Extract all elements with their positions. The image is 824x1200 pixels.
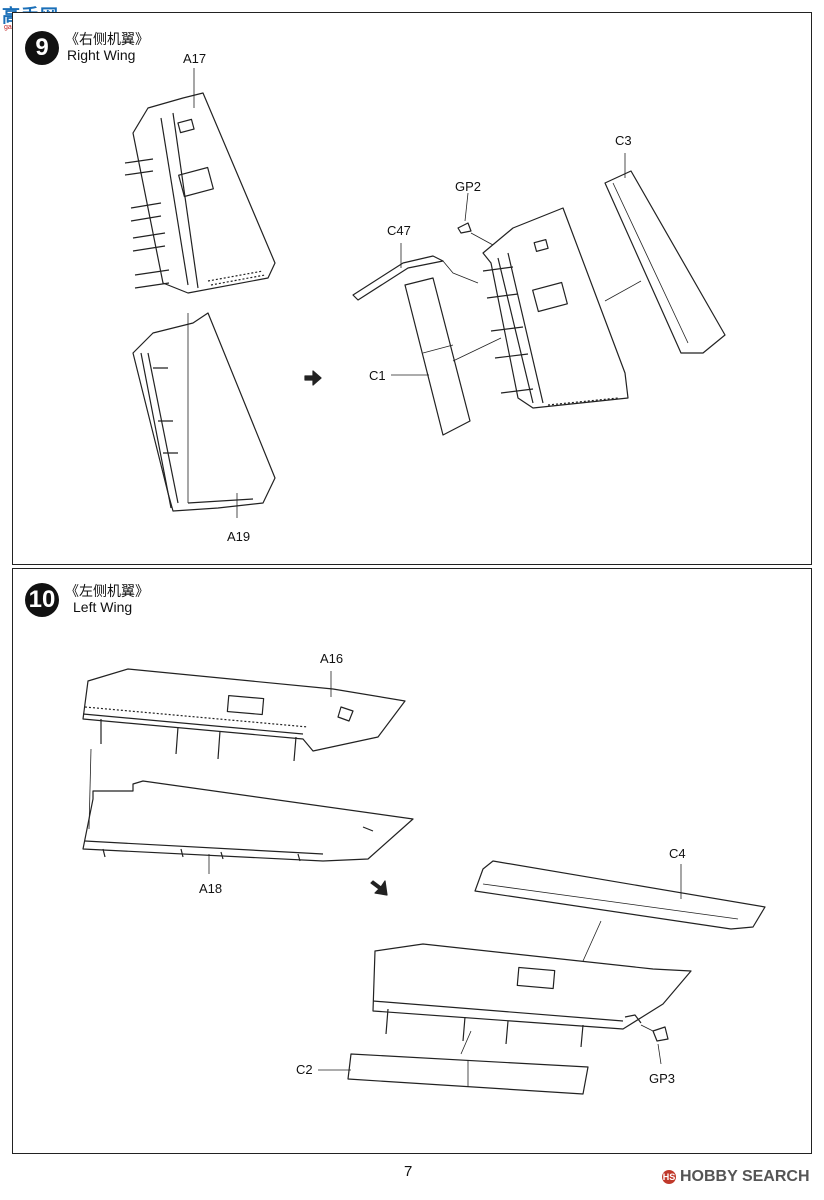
- label-a19: A19: [227, 529, 251, 544]
- label-gp3: GP3: [649, 1071, 676, 1086]
- step-title-cn: 《左侧机翼》: [65, 584, 149, 600]
- label-c3: C3: [615, 133, 632, 148]
- step-number-badge: 10: [25, 583, 59, 617]
- step-arrow: [370, 880, 388, 896]
- assembled-left-wing-drawing: [372, 943, 692, 1048]
- step-title-en: Right Wing: [67, 47, 136, 63]
- part-a16-drawing: [82, 668, 406, 762]
- watermark-bottom: HS HOBBY SEARCH: [662, 1168, 810, 1186]
- step-title-en: Left Wing: [73, 599, 133, 615]
- assembled-right-wing-drawing: [482, 207, 629, 409]
- label-c47: C47: [387, 223, 411, 238]
- part-a19-drawing: [132, 312, 276, 512]
- label-a17: A17: [183, 51, 207, 66]
- label-c4: C4: [669, 846, 686, 861]
- part-gp3-drawing: [652, 1026, 669, 1042]
- label-c1: C1: [369, 368, 386, 383]
- part-c1-drawing: [404, 277, 471, 436]
- step-arrow: [304, 370, 322, 386]
- step-number-badge: 9: [25, 31, 59, 65]
- part-c2-drawing: [347, 1053, 589, 1095]
- step-10-panel: 10 《左侧机翼》 Left Wing: [12, 568, 812, 1154]
- hobby-search-logo-icon: HS: [662, 1170, 676, 1184]
- label-a18: A18: [199, 881, 223, 896]
- step-9-diagram: [124, 68, 726, 518]
- label-gp2: GP2: [455, 179, 482, 194]
- label-c2: C2: [296, 1062, 313, 1077]
- watermark-bottom-text: HOBBY SEARCH: [680, 1168, 810, 1185]
- part-c4-drawing: [474, 860, 766, 930]
- part-gp2-drawing: [457, 222, 472, 234]
- part-a18-drawing: [82, 748, 414, 862]
- part-c3-drawing: [604, 170, 726, 354]
- page-number: 7: [404, 1163, 413, 1180]
- step-title-cn: 《右侧机翼》: [65, 32, 149, 48]
- step-9-panel: 9 《右侧机翼》 Right Wing: [12, 12, 812, 565]
- part-a17-drawing: [124, 92, 276, 294]
- label-a16: A16: [320, 651, 344, 666]
- step-10-diagram: [82, 668, 766, 1095]
